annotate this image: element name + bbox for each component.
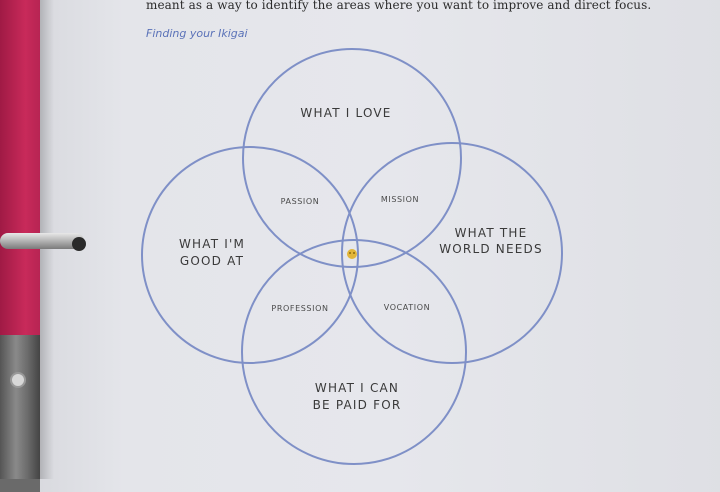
label-what-the-world-needs-line1: WHAT THE — [455, 226, 528, 240]
binder-ring — [0, 233, 84, 249]
figure-caption: Finding your Ikigai — [146, 27, 248, 40]
label-passion: PASSION — [281, 197, 320, 206]
binder-ring-tip — [72, 237, 86, 251]
ikigai-venn-diagram: WHAT I LOVE WHAT I'M GOOD AT WHAT THE WO… — [141, 48, 563, 465]
label-what-i-love: WHAT I LOVE — [300, 106, 391, 120]
circle-what-the-world-needs — [341, 142, 563, 364]
label-profession: PROFESSION — [271, 304, 328, 313]
binder-mechanism — [0, 335, 40, 479]
circle-what-i-love — [242, 48, 462, 268]
label-what-i-can-be-paid-for-line2: BE PAID FOR — [313, 398, 402, 412]
label-vocation: VOCATION — [384, 303, 430, 312]
label-what-im-good-at-line1: WHAT I'M — [179, 237, 245, 251]
label-what-im-good-at-line2: GOOD AT — [180, 254, 244, 268]
label-what-i-can-be-paid-for-line1: WHAT I CAN — [315, 381, 399, 395]
binder-screw — [10, 372, 26, 388]
circle-what-im-good-at — [141, 146, 359, 364]
book-page — [40, 0, 720, 492]
label-what-the-world-needs-line2: WORLD NEEDS — [439, 242, 543, 256]
page-body-text: meant as a way to identify the areas whe… — [146, 0, 652, 12]
ikigai-center-icon — [347, 249, 357, 259]
binder-cover — [0, 0, 46, 335]
circle-what-i-can-be-paid-for — [241, 239, 467, 465]
label-mission: MISSION — [381, 195, 419, 204]
